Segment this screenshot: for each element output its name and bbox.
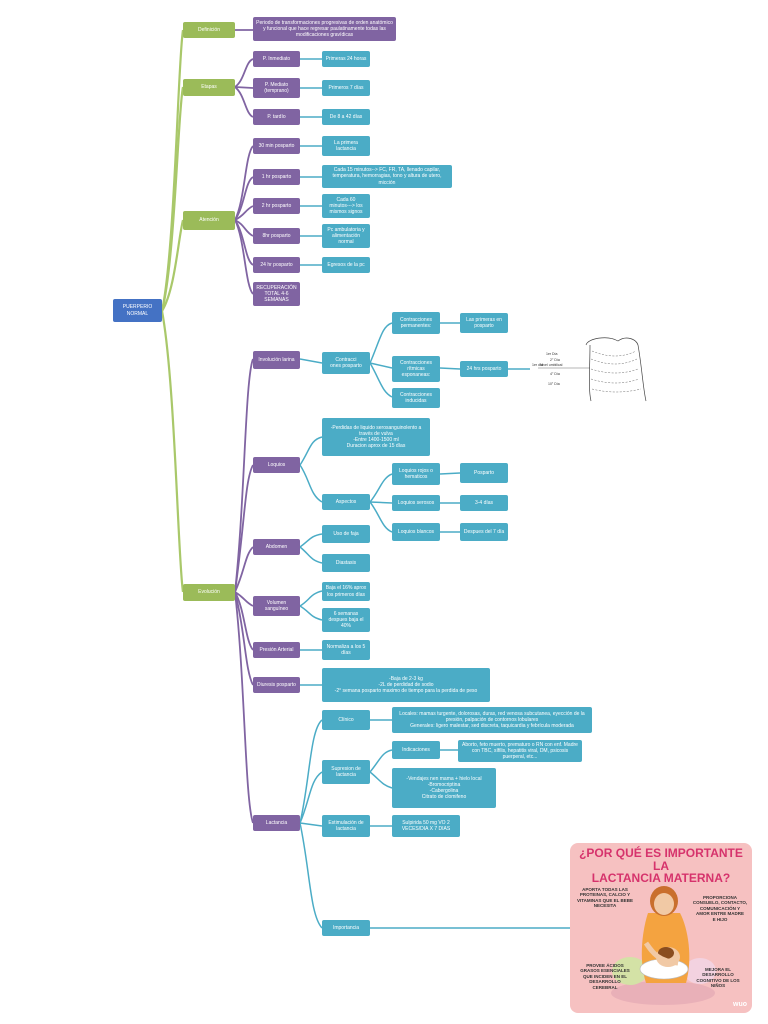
presion-value: Normaliza a los 5 días [322, 640, 370, 660]
supresion-indicaciones[interactable]: Indicaciones [392, 741, 440, 759]
contracciones-ritmicas[interactable]: Contracciones rítmicas esponaneas: [392, 356, 440, 382]
atencion-30min[interactable]: 30 min posparto [253, 138, 300, 154]
etapa-tardio[interactable]: P. tardío [253, 109, 300, 125]
atencion-recuperacion[interactable]: RECUPERACIÓN TOTAL 4-6 SEMANAS [253, 282, 300, 306]
evolucion-volumen[interactable]: Volumen sanguíneo [253, 596, 300, 616]
watermark-logo: wuo [733, 1001, 747, 1008]
loquios-serosos-value: 3-4 días [460, 495, 508, 511]
uterus-label: 1er día [532, 363, 543, 367]
uterus-label: 2° Día [550, 358, 560, 362]
loquios-rojos[interactable]: Loquios rojos o hematicos [392, 463, 440, 485]
lactancia-importancia[interactable]: Importancia [322, 920, 370, 936]
evolucion-diuresis[interactable]: Diuresis posparto [253, 677, 300, 693]
atencion-24hr[interactable]: 24 hr posparto [253, 257, 300, 273]
abdomen-faja: Uso de faja [322, 525, 370, 543]
loquios-text: -Perdidas de liquido serosanguinolento a… [322, 418, 430, 456]
lactancia-clinico[interactable]: Clínico [322, 710, 370, 730]
etapa-tardio-value: De 8 a 42 días [322, 109, 370, 125]
etapa-mediato[interactable]: P. Mediato (temprano) [253, 78, 300, 98]
lactancia-estimulacion[interactable]: Estimulación de lactancia [322, 815, 370, 837]
atencion-24hr-value: Egresos de la pc [322, 257, 370, 273]
etapa-inmediato-value: Primeras 24 horas [322, 51, 370, 67]
atencion-8hr[interactable]: 8hr posparto [253, 228, 300, 244]
uterus-label: 4° Día [550, 372, 560, 376]
infographic-note: PROVEE ÁCIDOS GRASOS ESENCIALES QUE INCI… [580, 963, 630, 990]
atencion-2hr[interactable]: 2 hr posparto [253, 198, 300, 214]
mother-baby-illustration-icon [611, 886, 716, 1005]
abdomen-diastasis: Diastasis [322, 554, 370, 572]
evolucion-loquios[interactable]: Loquios [253, 457, 300, 473]
infographic-title: ¿POR QUÉ ES IMPORTANTE LA LACTANCIA MATE… [579, 846, 743, 886]
atencion-30min-value: La primera lactancia [322, 136, 370, 156]
lactancia-supresion[interactable]: Supresion de lactancia [322, 760, 370, 784]
contracciones-permanentes[interactable]: Contracciones permanentes: [392, 312, 440, 334]
section-evolucion[interactable]: Evolución [183, 584, 235, 601]
volumen-value-2: 6 semanas despues baja el 40% [322, 608, 370, 632]
lactancia-infographic: ¿POR QUÉ ES IMPORTANTE LA LACTANCIA MATE… [570, 843, 752, 1013]
uterus-label: 1er Día [546, 352, 558, 356]
loquios-rojos-value: Posparto [460, 463, 508, 483]
loquios-blancos-value: Despues del 7 día [460, 523, 508, 541]
section-etapas[interactable]: Etapas [183, 79, 235, 96]
section-atencion[interactable]: Atención [183, 211, 235, 230]
evolucion-lactancia[interactable]: Lactancia [253, 815, 300, 831]
uterus-illustration-icon: 1er Día 2° Día 1er día Nivel umbilical 4… [532, 337, 647, 402]
diuresis-value: -Baja de 2-3 kg -2L de perdidad de sodio… [322, 668, 490, 702]
atencion-1hr-value: Cada 15 minutos--> FC, FR, TA, llenado c… [322, 165, 452, 188]
uterus-label: Nivel umbilical [540, 363, 563, 367]
atencion-2hr-value: Cada 60 minutos---> los mismos signos [322, 194, 370, 218]
contracciones-inducidas[interactable]: Contracciones inducidas [392, 388, 440, 408]
evolucion-abdomen[interactable]: Abdomen [253, 539, 300, 555]
contracciones-ritmicas-value: 24 hrs posparto [460, 361, 508, 377]
lactancia-clinico-value: Locales: mamas turgente, dolorosas, dura… [392, 707, 592, 733]
uterus-label: 10° Día [548, 382, 560, 386]
contracciones-permanentes-value: Las primeras en posparto [460, 313, 508, 333]
infographic-note: APORTA TODAS LAS PROTEINAS, CALCIO Y VIT… [576, 887, 634, 909]
infographic-note: MEJORA EL DESARROLLO COGNITIVO DE LOS NI… [696, 967, 740, 989]
atencion-8hr-value: Pc ambulatoria y alimentación normal [322, 224, 370, 248]
contracciones-posparto[interactable]: Contracci ones posparto [322, 352, 370, 374]
supresion-indicaciones-value: Aborto, feto muerto, prematuro o RN con … [458, 740, 582, 762]
loquios-serosos[interactable]: Loquios serosos [392, 495, 440, 511]
evolucion-presion[interactable]: Presión Arterial [253, 642, 300, 658]
loquios-blancos[interactable]: Loquios blancos [392, 523, 440, 541]
volumen-value-1: Baja el 16% aprox los primeros días [322, 582, 370, 601]
etapa-mediato-value: Primeros 7 días [322, 80, 370, 96]
root-node[interactable]: PUERPERIO NORMAL [113, 299, 162, 322]
atencion-1hr[interactable]: 1 hr posparto [253, 169, 300, 185]
section-definicion[interactable]: Definición [183, 22, 235, 38]
loquios-aspectos[interactable]: Aspectos [322, 494, 370, 510]
supresion-value: -Vendajes nen mama + hielo local -Bromoc… [392, 768, 496, 808]
evolucion-involucion[interactable]: Involución larina [253, 351, 300, 369]
etapa-inmediato[interactable]: P. Inmediato [253, 51, 300, 67]
infographic-note: PROPORCIONA CONSUELO, CONTACTO, COMUNICA… [692, 895, 748, 922]
estimulacion-value: Sulpirida 50 mg VO 2 VECES/DIA X 7 DIAS [392, 815, 460, 837]
definicion-text: Periodo de transformaciones progresivas … [253, 17, 396, 41]
